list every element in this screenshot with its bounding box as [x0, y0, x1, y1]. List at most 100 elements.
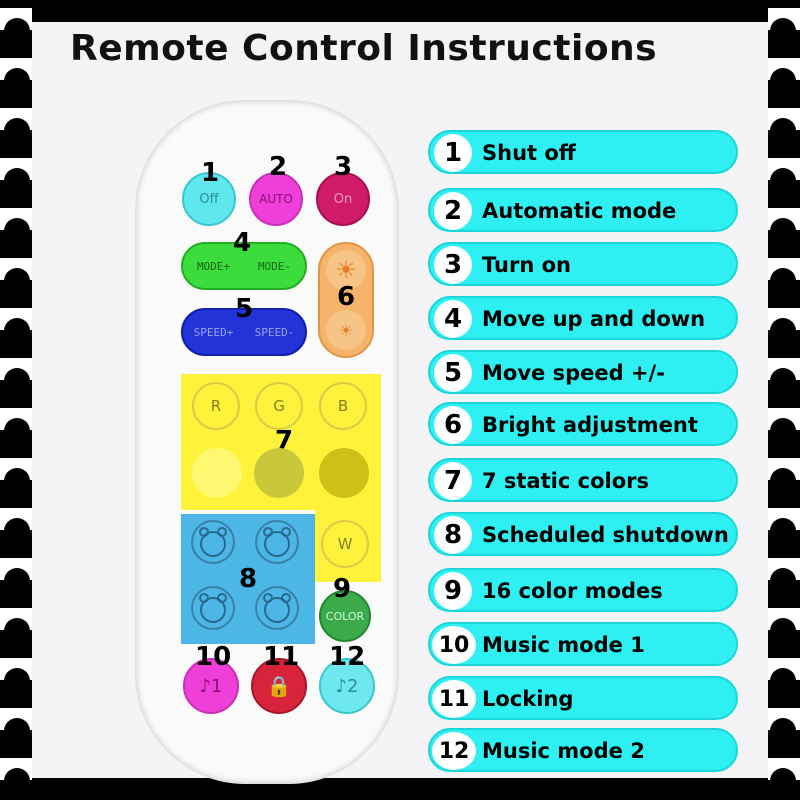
- brightness-up-button[interactable]: ☀: [326, 250, 366, 290]
- color-swatch-2[interactable]: [254, 448, 304, 498]
- item-label: 7 static colors: [482, 469, 649, 493]
- left-border-stripes: [0, 0, 32, 800]
- green-button[interactable]: G: [255, 382, 303, 430]
- blue-button-label: B: [337, 397, 349, 415]
- speed-plus-button[interactable]: SPEED+: [193, 325, 234, 339]
- border-stripe-bump: [4, 168, 30, 194]
- border-stripe: [768, 358, 800, 394]
- auto-button[interactable]: AUTO: [249, 172, 303, 226]
- border-stripe-bump: [770, 118, 796, 144]
- item-label: Move speed +/-: [482, 361, 665, 385]
- white-button-label: W: [337, 535, 353, 553]
- label-number-3: 3: [334, 152, 353, 182]
- mode-minus-button[interactable]: MODE-: [257, 259, 292, 273]
- sun-small-icon: ☀: [338, 320, 354, 340]
- color-swatch-3[interactable]: [319, 448, 369, 498]
- mode-plus-button[interactable]: MODE+: [196, 259, 231, 273]
- alarm-clock-icon: [199, 527, 227, 557]
- border-stripe-bump: [770, 468, 796, 494]
- border-stripe: [768, 408, 800, 444]
- white-button[interactable]: W: [321, 520, 369, 568]
- speed-pill: SPEED+ SPEED-: [181, 308, 307, 356]
- border-stripe: [0, 8, 32, 44]
- green-button-label: G: [273, 397, 285, 415]
- border-stripe-bump: [4, 568, 30, 594]
- music-mode-2-button[interactable]: ♪2: [319, 658, 375, 714]
- border-stripe-bump: [770, 768, 796, 794]
- item-number: 11: [432, 680, 476, 718]
- timer-button-1[interactable]: [191, 520, 235, 564]
- off-button-label: Off: [199, 191, 219, 207]
- border-stripe-bump: [770, 668, 796, 694]
- border-stripe: [768, 308, 800, 344]
- border-stripe-bump: [4, 318, 30, 344]
- item-number: 12: [432, 732, 476, 770]
- label-number-7: 7: [275, 426, 294, 456]
- item-number: 8: [434, 516, 472, 554]
- border-stripe: [0, 658, 32, 694]
- border-stripe-bump: [4, 68, 30, 94]
- label-number-9: 9: [333, 574, 352, 604]
- border-stripe: [768, 558, 800, 594]
- border-stripe: [768, 758, 800, 794]
- border-stripe-bump: [4, 418, 30, 444]
- border-stripe-bump: [4, 118, 30, 144]
- label-number-8: 8: [239, 564, 258, 594]
- timer-button-2[interactable]: [255, 520, 299, 564]
- item-number: 4: [434, 300, 472, 338]
- label-number-2: 2: [269, 152, 288, 182]
- music-mode-2-label: ♪2: [335, 675, 359, 697]
- border-stripe: [0, 458, 32, 494]
- border-stripe: [768, 458, 800, 494]
- music-mode-1-button[interactable]: ♪1: [183, 658, 239, 714]
- label-number-5: 5: [235, 294, 254, 324]
- border-stripe: [768, 208, 800, 244]
- border-stripe-bump: [4, 618, 30, 644]
- label-number-11: 11: [263, 642, 300, 672]
- off-button[interactable]: Off: [182, 172, 236, 226]
- border-stripe-bump: [770, 318, 796, 344]
- item-number: 5: [434, 354, 472, 392]
- list-item: 5 Move speed +/-: [428, 350, 738, 394]
- sun-large-icon: ☀: [335, 256, 357, 284]
- alarm-clock-icon: [263, 593, 291, 623]
- border-stripe-bump: [770, 168, 796, 194]
- label-number-10: 10: [195, 642, 232, 672]
- item-label: Automatic mode: [482, 199, 677, 223]
- border-stripe-bump: [770, 268, 796, 294]
- red-button-label: R: [210, 397, 222, 415]
- lock-button[interactable]: 🔒: [251, 658, 307, 714]
- border-stripe: [768, 508, 800, 544]
- on-button[interactable]: On: [316, 172, 370, 226]
- border-stripe-bump: [4, 468, 30, 494]
- item-number: 9: [434, 572, 472, 610]
- color-mode-button[interactable]: COLOR: [319, 590, 371, 642]
- lock-icon: 🔒: [266, 674, 292, 698]
- timer-button-4[interactable]: [255, 586, 299, 630]
- border-stripe: [768, 8, 800, 44]
- speed-minus-button[interactable]: SPEED-: [254, 325, 295, 339]
- timer-button-3[interactable]: [191, 586, 235, 630]
- border-stripe: [0, 158, 32, 194]
- border-stripe: [768, 658, 800, 694]
- alarm-clock-icon: [263, 527, 291, 557]
- border-stripe-bump: [770, 568, 796, 594]
- red-button[interactable]: R: [192, 382, 240, 430]
- color-swatch-1[interactable]: [192, 448, 242, 498]
- item-number: 6: [434, 406, 472, 444]
- blue-button[interactable]: B: [319, 382, 367, 430]
- on-button-label: On: [333, 191, 353, 207]
- brightness-down-button[interactable]: ☀: [326, 310, 366, 350]
- item-number: 10: [432, 626, 476, 664]
- item-number: 1: [434, 134, 472, 172]
- border-stripe: [0, 358, 32, 394]
- border-stripe-bump: [4, 518, 30, 544]
- border-stripe: [0, 508, 32, 544]
